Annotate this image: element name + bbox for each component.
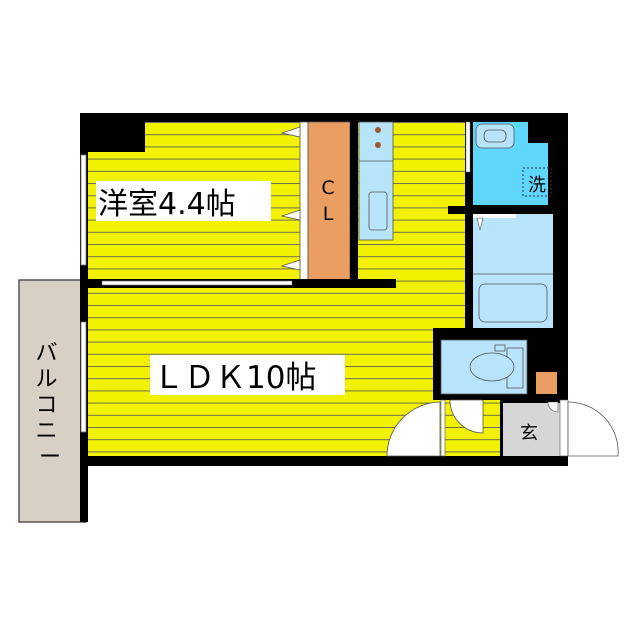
kitchen [358, 121, 394, 241]
window [80, 321, 87, 433]
closet: C L [280, 121, 351, 283]
entrance: 玄 [500, 400, 560, 456]
window [80, 154, 87, 266]
washroom: 洗 [465, 113, 568, 205]
sliding-door[interactable] [101, 280, 293, 286]
balcony: バ ル コ ニ ー [18, 279, 88, 523]
bedroom-label: 洋室4.4帖 [98, 187, 236, 222]
stove-burner-icon [375, 142, 381, 148]
closet-label-l: L [323, 203, 334, 225]
bathtub-icon [478, 283, 548, 323]
closet-label-c: C [321, 177, 334, 199]
washer-space [522, 167, 552, 197]
balcony-label: バ ル コ ニ ー [35, 341, 64, 470]
front-door[interactable] [547, 399, 619, 457]
stove-burner-icon [375, 127, 381, 133]
shoe-cabinet [536, 372, 557, 394]
entrance-label: 玄 [520, 423, 538, 444]
bathroom [473, 214, 553, 328]
ldk-door[interactable] [386, 401, 441, 457]
wall [350, 113, 358, 283]
washer-label: 洗 [528, 175, 546, 196]
wall [465, 113, 473, 335]
toilet-icon [469, 352, 515, 382]
toilet-room [433, 328, 568, 400]
toilet-door[interactable] [440, 399, 484, 457]
wall [448, 206, 568, 214]
sink-icon [368, 191, 388, 231]
ldk-label: ＬＤＫ10帖 [153, 360, 316, 396]
